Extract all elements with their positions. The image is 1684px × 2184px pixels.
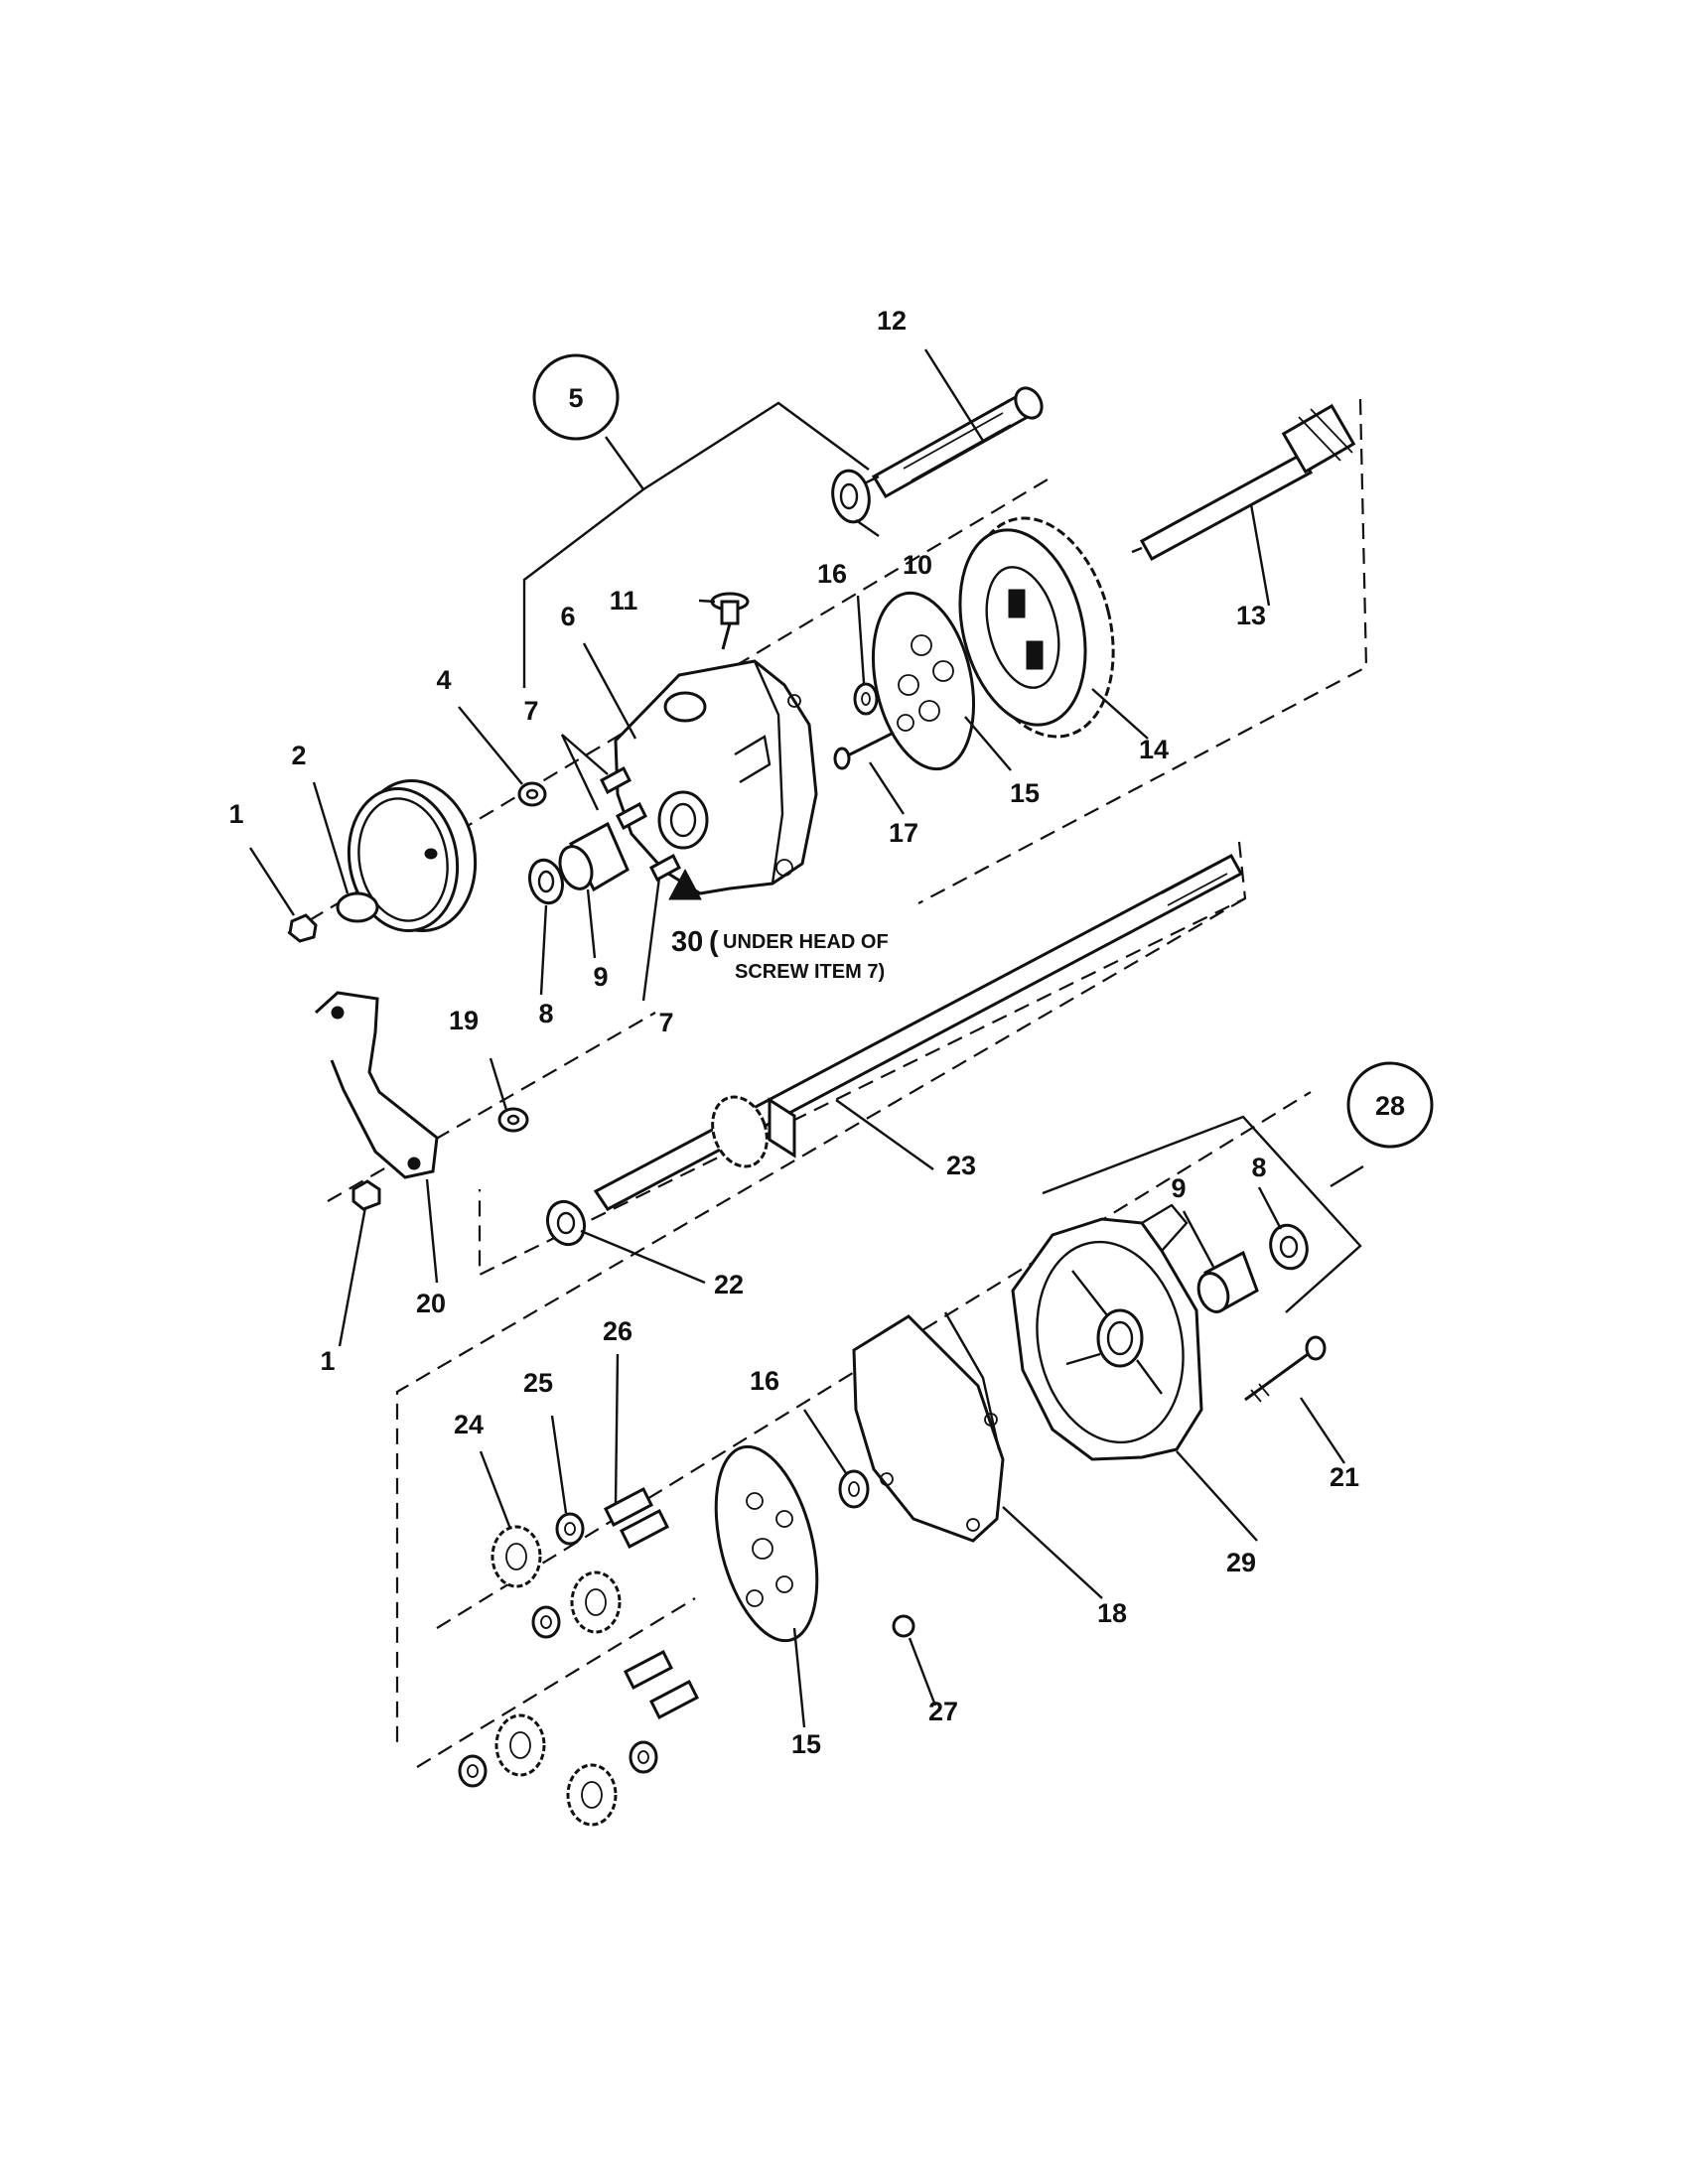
carrier-plate-15-upper — [871, 591, 976, 771]
nut-1-lower — [351, 1179, 381, 1211]
leader-lines — [248, 348, 1345, 1728]
callout-23: 23 — [946, 1151, 976, 1180]
marker-30-triangle — [668, 868, 702, 900]
callout-circle-5 — [532, 353, 620, 441]
washer-4 — [517, 781, 547, 807]
callout-labels: 1 2 4 5 6 7 7 8 8 9 9 10 11 12 13 14 15 … — [228, 306, 1405, 1759]
washer-19 — [497, 1107, 529, 1133]
assembly-5-bracket — [522, 401, 870, 688]
bearing-8-lower — [1269, 1223, 1309, 1271]
note-paren: ( — [709, 926, 719, 958]
callout-17: 17 — [889, 818, 918, 848]
washer-16-upper — [853, 682, 879, 716]
callout-2: 2 — [291, 741, 306, 770]
callout-16-upper: 16 — [817, 559, 847, 589]
callout-8-lower: 8 — [1251, 1153, 1266, 1182]
callout-11: 11 — [610, 586, 638, 615]
washer-2 — [336, 891, 379, 923]
assembly-outline-dashed — [395, 398, 1368, 1749]
callout-12: 12 — [877, 306, 907, 336]
callout-18: 18 — [1097, 1598, 1127, 1628]
callout-1-lower: 1 — [320, 1346, 335, 1376]
callout-28: 28 — [1375, 1091, 1405, 1121]
callout-14: 14 — [1139, 735, 1169, 764]
pulley — [347, 778, 478, 933]
callout-7-lower: 7 — [658, 1008, 673, 1037]
bolt-21 — [1244, 1335, 1327, 1403]
studs-7 — [600, 765, 681, 883]
callout-circle-28 — [1346, 1061, 1434, 1149]
gasket-18 — [852, 1311, 1005, 1543]
assembly-28-bracket — [1042, 1115, 1364, 1313]
callout-9-upper: 9 — [593, 962, 608, 992]
callout-4: 4 — [436, 665, 451, 695]
housing-6 — [614, 659, 818, 895]
bushing-9-upper — [558, 821, 630, 892]
callout-27: 27 — [928, 1697, 958, 1726]
callout-22: 22 — [714, 1270, 744, 1299]
washer-16-lower — [838, 1469, 870, 1509]
callout-20: 20 — [416, 1289, 446, 1318]
washers-25 — [458, 1512, 658, 1788]
callout-15-lower: 15 — [791, 1729, 821, 1759]
bushing-22 — [545, 1199, 587, 1247]
housing-29 — [1011, 1203, 1203, 1461]
callout-9-lower: 9 — [1171, 1173, 1186, 1203]
note-line-2: SCREW ITEM 7) — [735, 961, 885, 983]
nut-1-upper — [288, 913, 318, 943]
callout-25: 25 — [523, 1368, 553, 1398]
callout-8-upper: 8 — [538, 999, 553, 1028]
bearing-10 — [831, 469, 871, 524]
callout-26: 26 — [603, 1316, 632, 1346]
callout-21: 21 — [1330, 1462, 1359, 1492]
callout-1-upper: 1 — [228, 799, 243, 829]
callout-19: 19 — [449, 1006, 479, 1035]
screw-17 — [833, 731, 895, 770]
bracket-arm-20 — [314, 991, 439, 1179]
callout-15-upper: 15 — [1010, 778, 1040, 808]
callout-29: 29 — [1226, 1548, 1256, 1577]
carrier-plate-15-lower — [714, 1444, 819, 1643]
output-shaft-13 — [1131, 403, 1356, 562]
assembly-axis-lines — [287, 476, 1312, 1768]
spur-gear-14 — [958, 516, 1115, 739]
pins-26 — [604, 1486, 699, 1720]
vent-plug-11 — [710, 592, 750, 650]
callout-13: 13 — [1236, 601, 1266, 630]
input-shaft-12 — [853, 386, 1044, 499]
bearing-8-upper — [528, 858, 564, 905]
bushing-9-lower — [1196, 1250, 1259, 1313]
planet-gears-24 — [491, 1525, 622, 1827]
callout-6: 6 — [560, 602, 575, 631]
note-line-1: UNDER HEAD OF — [723, 931, 889, 953]
callout-30: 30 — [671, 926, 703, 958]
callout-10: 10 — [903, 550, 932, 580]
callout-30-note: 30 ( UNDER HEAD OF SCREW ITEM 7) — [671, 926, 889, 983]
callout-24: 24 — [454, 1410, 484, 1439]
ball-27 — [892, 1614, 915, 1638]
callout-7-upper: 7 — [523, 696, 538, 726]
long-shaft-23 — [593, 853, 1244, 1211]
callout-5: 5 — [568, 383, 583, 413]
callout-16-lower: 16 — [750, 1366, 779, 1396]
